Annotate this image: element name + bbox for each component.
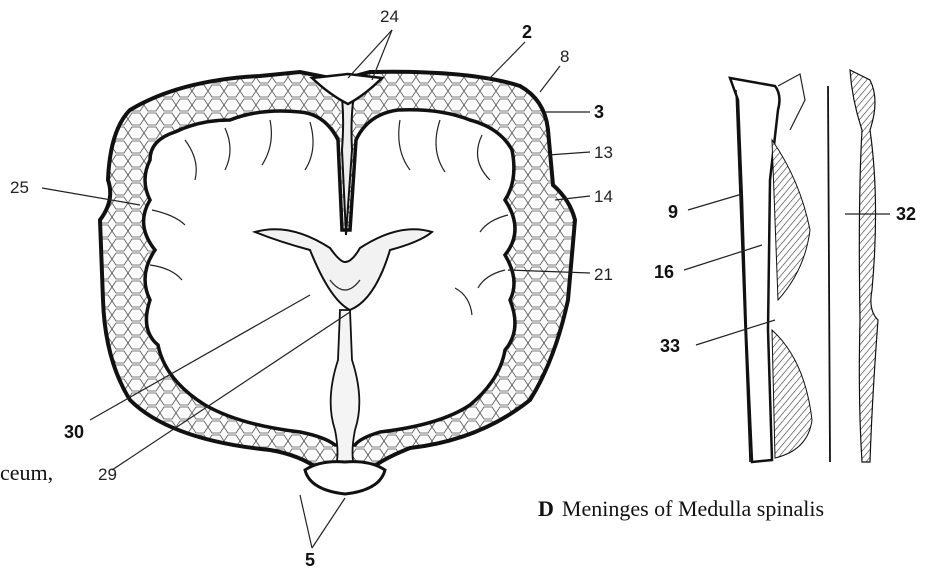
- label-14: 14: [594, 187, 613, 206]
- label-33: 33: [660, 336, 680, 356]
- label-9: 9: [668, 202, 678, 222]
- label-30: 30: [64, 422, 84, 442]
- label-21: 21: [594, 265, 613, 284]
- denticulate-ligament-strip: [850, 70, 878, 462]
- caption-panel-letter: D: [538, 496, 554, 521]
- label-24: 24: [380, 7, 399, 26]
- pia-line: [828, 86, 830, 462]
- caption-fragment: ceum,: [0, 460, 53, 486]
- label-8: 8: [560, 47, 569, 66]
- label-2: 2: [522, 22, 532, 42]
- caption-panel-d: D Meninges of Medulla spinalis: [538, 496, 824, 522]
- label-13: 13: [594, 143, 613, 162]
- arachnoid-trabeculae-lower: [772, 330, 812, 458]
- label-16: 16: [654, 262, 674, 282]
- hypophysis-loop: [305, 462, 385, 494]
- label-32: 32: [896, 204, 916, 224]
- spinal-meninges-diagram: [730, 70, 878, 462]
- label-29: 29: [98, 465, 117, 484]
- label-3: 3: [594, 102, 604, 122]
- arachnoid-trabeculae-upper: [772, 140, 810, 300]
- label-5: 5: [305, 550, 315, 570]
- caption-panel-text: Meninges of Medulla spinalis: [562, 496, 824, 521]
- label-25: 25: [10, 178, 29, 197]
